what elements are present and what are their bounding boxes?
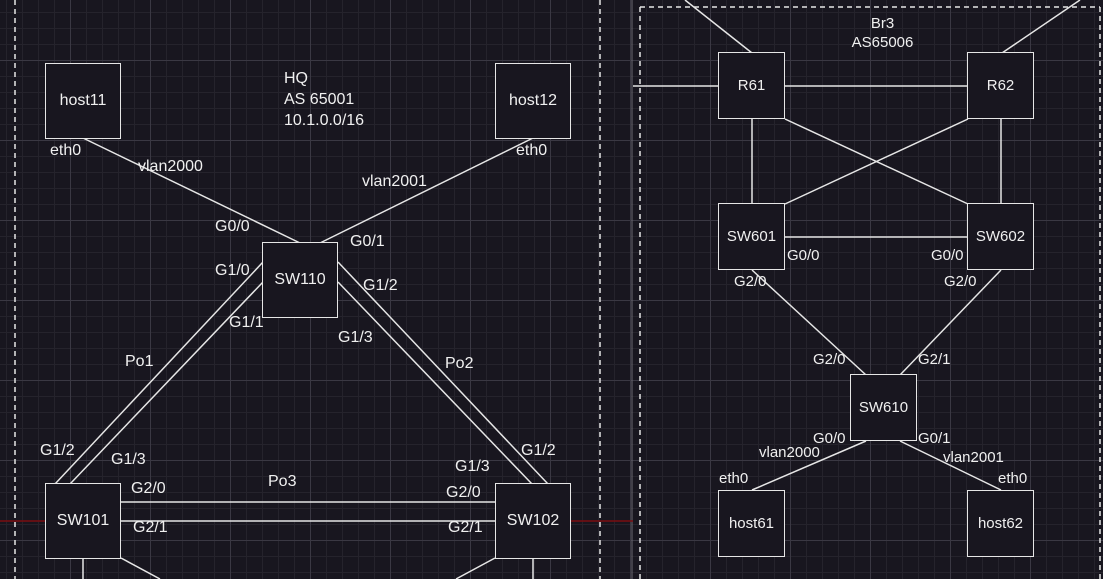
node-r61[interactable]: R61 [718,52,785,119]
link-sw610-host62 [899,440,1002,491]
br3-zone-title: Br3 AS65006 [840,14,925,52]
label-sw101-g20: G2/0 [131,480,166,497]
label-sw101-g21: G2/1 [133,519,168,536]
label-sw102-g21: G2/1 [448,519,483,536]
node-sw601-label: SW601 [726,228,777,245]
node-sw110[interactable]: SW110 [262,242,338,318]
link-po2-b [337,281,533,485]
label-sw101-g12: G1/2 [40,442,75,459]
label-vlan2000-br3: vlan2000 [759,444,820,461]
label-host61-eth0: eth0 [719,470,749,487]
label-sw110-g13: G1/3 [338,329,373,346]
link-r62-sw601 [784,118,969,205]
node-r62-label: R62 [986,77,1015,94]
node-sw610[interactable]: SW610 [850,374,917,441]
label-sw601-g00: G0/0 [787,247,820,264]
link-po1-a [54,261,264,485]
label-sw101-g13: G1/3 [111,451,146,468]
br3-as: AS65006 [851,34,914,51]
label-vlan2001-hq: vlan2001 [362,173,427,190]
node-sw110-label: SW110 [274,271,326,288]
node-host62[interactable]: host62 [967,490,1034,557]
label-host12-eth0: eth0 [516,142,548,159]
label-sw110-g01: G0/1 [350,233,385,250]
label-vlan2001-br3: vlan2001 [943,449,1004,466]
label-sw610-g00: G0/0 [813,430,846,447]
label-sw602-g20: G2/0 [944,273,977,290]
label-sw110-g00: G0/0 [215,218,250,235]
node-host11[interactable]: host11 [45,63,121,139]
link-r61-upstream [684,0,753,54]
link-sw101-diag [120,557,161,579]
node-sw102-label: SW102 [506,512,560,529]
node-host61[interactable]: host61 [718,490,785,557]
node-sw610-label: SW610 [858,399,909,416]
label-sw110-g12: G1/2 [363,277,398,294]
label-po2: Po2 [445,355,474,372]
node-sw102[interactable]: SW102 [495,483,571,559]
node-host11-label: host11 [59,92,107,109]
label-po1: Po1 [125,353,154,370]
label-sw102-g13: G1/3 [455,458,490,475]
node-host12-label: host12 [508,92,558,109]
label-host11-eth0: eth0 [50,142,82,159]
label-po3: Po3 [268,473,297,490]
label-sw610-g20: G2/0 [813,351,846,368]
node-sw601[interactable]: SW601 [718,203,785,270]
label-sw602-g00: G0/0 [931,247,964,264]
hq-name: HQ [284,70,308,87]
link-host11-sw110 [82,137,301,244]
hq-prefix: 10.1.0.0/16 [284,112,365,129]
node-host62-label: host62 [977,515,1024,532]
link-sw102-diag [455,557,496,579]
node-host61-label: host61 [728,515,775,532]
hq-zone-title: HQ AS 65001 10.1.0.0/16 [284,68,364,131]
node-r61-label: R61 [737,77,766,94]
node-sw602-label: SW602 [975,228,1026,245]
label-sw102-g12: G1/2 [521,442,556,459]
label-sw610-g21: G2/1 [918,351,951,368]
link-po2-a [337,261,549,485]
label-sw110-g10: G1/0 [215,262,250,279]
label-vlan2000-hq: vlan2000 [138,158,203,175]
hq-as: AS 65001 [284,91,355,108]
link-sw601-sw610 [751,269,867,376]
node-sw602[interactable]: SW602 [967,203,1034,270]
label-sw110-g11: G1/1 [229,314,264,331]
node-host12[interactable]: host12 [495,63,571,139]
link-sw610-host61 [751,440,867,491]
link-sw602-sw610 [899,269,1002,376]
label-sw102-g20: G2/0 [446,484,481,501]
link-r62-upstream [1001,0,1081,54]
link-host12-sw110 [319,137,534,244]
node-sw101[interactable]: SW101 [45,483,121,559]
node-r62[interactable]: R62 [967,52,1034,119]
br3-name: Br3 [870,15,895,32]
label-sw610-g01: G0/1 [918,430,951,447]
node-sw101-label: SW101 [56,512,110,529]
label-sw601-g20: G2/0 [734,273,767,290]
label-host62-eth0: eth0 [998,470,1028,487]
link-po1-b [69,281,264,485]
